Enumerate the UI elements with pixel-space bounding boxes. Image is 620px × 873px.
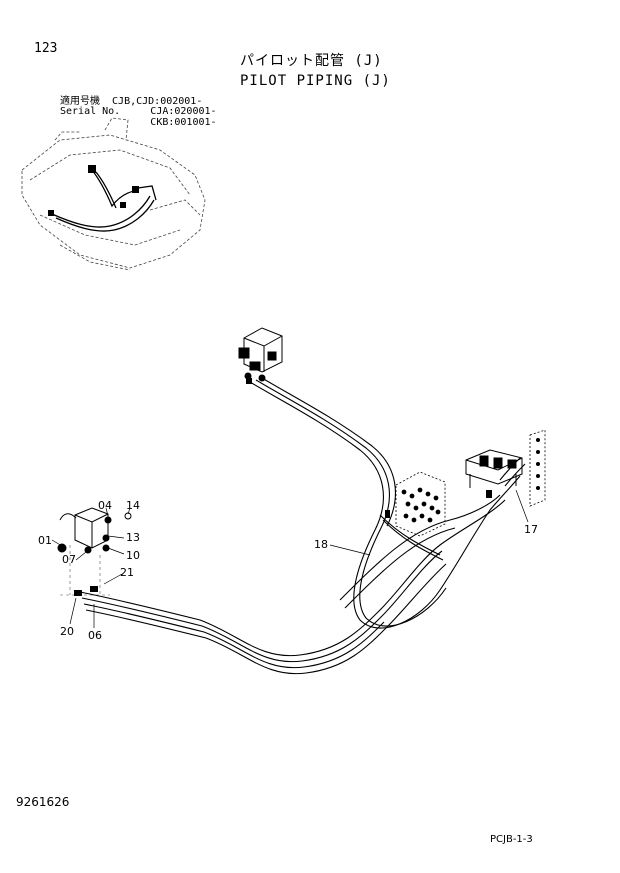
callout-06: 06 xyxy=(88,629,102,642)
serial-line-3: CKB:001001- xyxy=(60,117,217,128)
valve-assembly-left xyxy=(57,507,132,554)
callout-17: 17 xyxy=(524,523,538,536)
page-number: 123 xyxy=(34,41,58,56)
left-guide-lines xyxy=(60,545,110,596)
callout-21: 21 xyxy=(120,566,134,579)
callout-18: 18 xyxy=(314,538,328,551)
drawing-number: 9261626 xyxy=(16,795,70,809)
callout-14: 14 xyxy=(126,499,140,512)
callout-04: 04 xyxy=(98,499,112,512)
callout-01: 01 xyxy=(38,534,52,547)
control-valve-center xyxy=(395,471,446,537)
page-code: PCJB-1-3 xyxy=(490,834,533,845)
locator-components xyxy=(48,165,139,216)
pilot-valve-block-top xyxy=(238,327,283,382)
callout-07: 07 xyxy=(62,553,76,566)
fitting-bracket-right xyxy=(529,429,546,507)
locator-hoses xyxy=(51,169,157,232)
machine-locator-sketch xyxy=(21,117,206,271)
leader-lines xyxy=(51,489,529,628)
serial-line-1: 適用号機 CJB,CJD:002001- xyxy=(60,96,203,107)
hose-fittings xyxy=(74,378,492,596)
callout-10: 10 xyxy=(126,549,140,562)
serial-line-2: Serial No. CJA:020001- xyxy=(60,106,217,117)
title-english: PILOT PIPING (J) xyxy=(240,73,391,89)
pilot-valve-block-right xyxy=(465,449,523,488)
title-japanese: パイロット配管 (J) xyxy=(240,53,383,69)
pilot-hose-bundle xyxy=(79,377,526,675)
callout-13: 13 xyxy=(126,531,140,544)
callout-20: 20 xyxy=(60,625,74,638)
